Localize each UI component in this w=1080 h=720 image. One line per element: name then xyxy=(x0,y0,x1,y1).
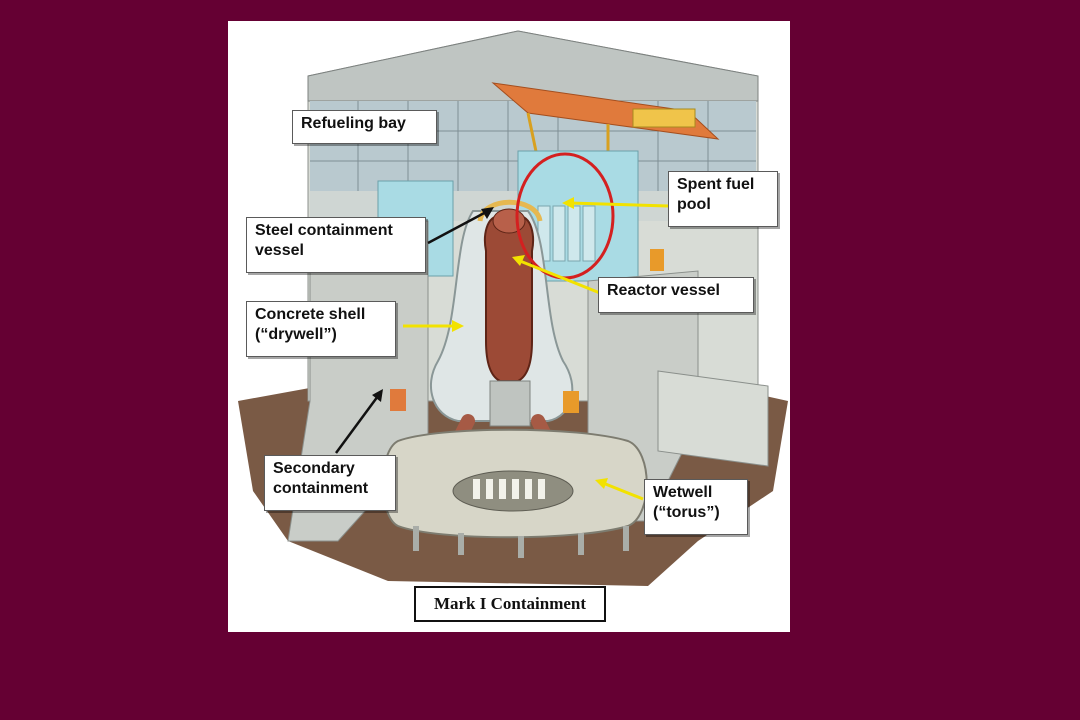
label-wetwell: Wetwell (“torus”) xyxy=(644,479,748,535)
crane-trolley xyxy=(632,108,696,128)
label-steel-containment-vessel: Steel containment vessel xyxy=(246,217,426,273)
diagram-figure: Refueling bay Spent fuel pool Steel cont… xyxy=(228,21,790,632)
label-refueling-bay: Refueling bay xyxy=(292,110,437,144)
label-concrete-shell: Concrete shell (“drywell”) xyxy=(246,301,396,357)
label-reactor-vessel: Reactor vessel xyxy=(598,277,754,313)
torus-vent-headers xyxy=(473,479,545,499)
equipment-orange-left xyxy=(390,389,406,411)
building-roof xyxy=(307,30,759,102)
figure-caption: Mark I Containment xyxy=(414,586,606,622)
label-secondary-containment: Secondary containment xyxy=(264,455,396,511)
pointer-arrows xyxy=(334,197,669,501)
reactor-pedestal xyxy=(489,380,531,427)
equipment-orange-right xyxy=(563,391,579,413)
torus-supports xyxy=(413,526,629,558)
auxiliary-block xyxy=(657,370,769,467)
reactor-vessel-shape xyxy=(483,215,535,382)
equipment-top-right xyxy=(650,249,664,271)
label-spent-fuel-pool: Spent fuel pool xyxy=(668,171,778,227)
